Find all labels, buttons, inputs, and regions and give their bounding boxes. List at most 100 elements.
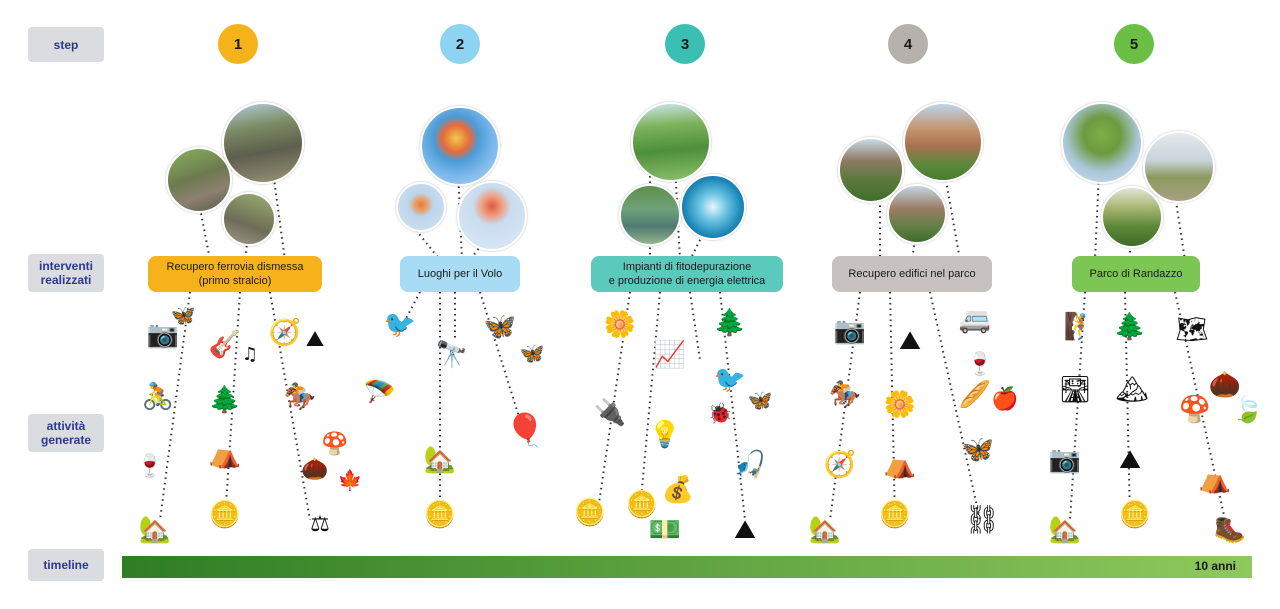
intervention-1-title: Recupero ferrovia dismessa bbox=[166, 261, 304, 273]
step-4-circle: 4 bbox=[888, 24, 928, 64]
flowers-icon: 🌼 bbox=[883, 390, 917, 420]
bird-icon: 🐦 bbox=[713, 365, 747, 395]
photo-meadow bbox=[1143, 131, 1215, 203]
photo-reed-bed bbox=[631, 102, 711, 182]
coins-icon: 🪙 bbox=[878, 500, 912, 530]
photo-hang-glider bbox=[396, 182, 446, 232]
butterfly-icon: 🦋 bbox=[747, 388, 773, 412]
road-icon: 🛣 bbox=[1058, 375, 1092, 405]
hills-icon: ⛰ bbox=[305, 327, 325, 352]
hot-air-balloon-icon: 🎈 bbox=[505, 411, 545, 449]
coins-icon: 🪙 bbox=[573, 498, 607, 528]
wine-icon: 🍷 bbox=[966, 352, 994, 377]
wine-icon: 🍷 bbox=[136, 454, 164, 479]
hiker-icon: 🥾 bbox=[1213, 515, 1247, 545]
hills-icon: ⛰ bbox=[899, 326, 921, 356]
leaf-icon: 🍃 bbox=[1231, 395, 1265, 425]
photo-railway-cut bbox=[222, 102, 304, 184]
intervention-5-title: Parco di Randazzo bbox=[1089, 268, 1183, 280]
mushroom-icon: 🍄 bbox=[1178, 395, 1212, 425]
timeline-end-label: 10 anni bbox=[1194, 559, 1236, 573]
row-label-interventions: interventi realizzati bbox=[28, 254, 104, 292]
intervention-box-2: Luoghi per il Volo bbox=[400, 256, 520, 292]
photo-railway-bridge bbox=[222, 192, 276, 246]
photo-hot-air-balloon bbox=[420, 106, 500, 186]
summit-icon: 🏔 bbox=[1115, 375, 1149, 405]
intervention-3-title: Impianti di fitodepurazione bbox=[622, 261, 752, 273]
intervention-1-subtitle: (primo stralcio) bbox=[198, 275, 272, 287]
photo-stone-building bbox=[838, 137, 904, 203]
tent-icon: ⛺ bbox=[208, 440, 242, 470]
camera-icon: 📷 bbox=[833, 316, 867, 346]
fruit-icon: 🍎 bbox=[991, 387, 1019, 412]
intervention-3-subtitle: e produzione di energia elettrica bbox=[608, 275, 766, 287]
flower-icon: 🌼 bbox=[603, 310, 637, 340]
compass-icon: 🧭 bbox=[823, 450, 857, 480]
horse-rider-icon: 🏇 bbox=[283, 382, 317, 412]
intervention-4-title: Recupero edifici nel parco bbox=[848, 268, 976, 280]
climber-icon: 🧗 bbox=[1063, 312, 1097, 342]
house-icon: 🏡 bbox=[1048, 515, 1082, 545]
fishing-icon: 🎣 bbox=[733, 450, 767, 480]
photo-paraglider bbox=[457, 181, 527, 251]
hills-icon: ⛰ bbox=[1119, 445, 1141, 475]
binoculars-icon: 🔭 bbox=[435, 340, 469, 370]
guitar-icon: 🎸 bbox=[208, 330, 242, 360]
photo-water-splash bbox=[680, 174, 746, 240]
map-icon: 🗺 bbox=[1175, 315, 1209, 345]
bird-icon: 🐦 bbox=[383, 310, 417, 340]
house-icon: 🏡 bbox=[808, 515, 842, 545]
tent-icon: ⛺ bbox=[1198, 465, 1232, 495]
row-label-timeline: timeline bbox=[28, 549, 104, 581]
intervention-box-1: Recupero ferrovia dismessa (primo stralc… bbox=[148, 256, 322, 292]
step-1-circle: 1 bbox=[218, 24, 258, 64]
trees-icon: 🌲 bbox=[713, 308, 747, 338]
step-2-circle: 2 bbox=[440, 24, 480, 64]
row-label-step: step bbox=[28, 27, 104, 62]
coins-icon: 🪙 bbox=[208, 500, 242, 530]
timeline-bar: 10 anni bbox=[122, 556, 1252, 578]
food-icon: 🥖 bbox=[958, 380, 992, 410]
photo-tree bbox=[1061, 102, 1143, 184]
intervention-box-5: Parco di Randazzo bbox=[1072, 256, 1200, 292]
pinecone-icon: 🌰 bbox=[301, 457, 329, 482]
cash-stack-icon: 💵 bbox=[648, 515, 682, 545]
coins-icon: 🪙 bbox=[423, 500, 457, 530]
acorn-icon: 🌰 bbox=[1208, 370, 1242, 400]
money-bag-icon: 💰 bbox=[661, 475, 695, 505]
butterfly-icon: 🦋 bbox=[519, 341, 545, 365]
photo-railway-track bbox=[166, 147, 232, 213]
camera-icon: 📷 bbox=[1048, 445, 1082, 475]
photo-reeds bbox=[1101, 186, 1163, 248]
photo-pond bbox=[619, 184, 681, 246]
hang-glider-icon: 🪂 bbox=[363, 378, 397, 408]
coins-icon: 🪙 bbox=[1118, 500, 1152, 530]
photo-ruin bbox=[887, 184, 947, 244]
photo-farmhouse bbox=[903, 102, 983, 182]
butterfly-icon: 🦋 bbox=[170, 303, 196, 327]
leaf-icon: 🍁 bbox=[337, 468, 363, 492]
intervention-box-3: Impianti di fitodepurazione e produzione… bbox=[591, 256, 783, 292]
trees-icon: 🌲 bbox=[208, 385, 242, 415]
plug-icon: 🔌 bbox=[593, 398, 627, 428]
butterfly-icon: 🦋 bbox=[961, 435, 995, 465]
music-note-icon: ♫ bbox=[241, 344, 259, 365]
compass-icon: 🧭 bbox=[268, 318, 302, 348]
row-label-activities: attività generate bbox=[28, 414, 104, 452]
butterfly-icon: 🦋 bbox=[483, 312, 517, 342]
camera-icon: 📷 bbox=[146, 320, 180, 350]
hills-icon: ⛰ bbox=[734, 515, 756, 545]
step-3-circle: 3 bbox=[665, 24, 705, 64]
tent-icon: ⛺ bbox=[883, 450, 917, 480]
mushroom-icon: 🍄 bbox=[321, 432, 349, 457]
growth-chart-icon: 📈 bbox=[653, 340, 687, 370]
step-5-circle: 5 bbox=[1114, 24, 1154, 64]
trees-icon: 🌲 bbox=[1113, 312, 1147, 342]
ladybug-icon: 🐞 bbox=[707, 401, 733, 425]
coins-icon: 🪙 bbox=[625, 490, 659, 520]
horse-rider-icon: 🏇 bbox=[828, 380, 862, 410]
van-icon: 🚐 bbox=[958, 305, 992, 335]
seesaw-icon: ⚖ bbox=[310, 512, 330, 537]
house-icon: 🏡 bbox=[138, 515, 172, 545]
bicycle-icon: 🚴 bbox=[141, 382, 175, 412]
